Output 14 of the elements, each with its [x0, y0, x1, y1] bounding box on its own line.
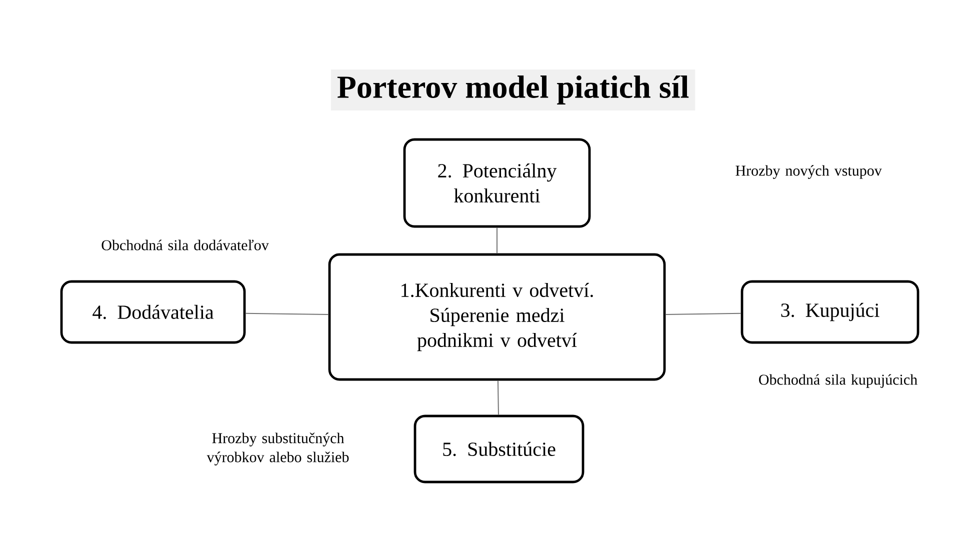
force-label: Hrozby nových vstupov [736, 165, 882, 179]
connector-line [665, 312, 742, 315]
force-box: 4. Dodávatelia [60, 280, 246, 344]
force-box: 2. Potenciálny konkurenti [403, 138, 591, 228]
force-label: Obchodná sila dodávateľov [102, 240, 269, 250]
title: Porterov model piatich síl [330, 69, 696, 111]
force-label: Hrozby substitučných výrobkov alebo služieb [206, 432, 349, 466]
force-box: 3. Kupujúci [740, 280, 920, 344]
force-box: 5. Substitúcie [414, 414, 584, 484]
force-label: Obchodná sila kupujúcich [759, 374, 918, 388]
connector-line [496, 227, 498, 254]
connector-line [497, 380, 499, 416]
force-box: 1.Konkurenti v odvetví. Súperenie medzi podnikmi v odvetví [328, 253, 666, 381]
connector-line [245, 312, 329, 316]
